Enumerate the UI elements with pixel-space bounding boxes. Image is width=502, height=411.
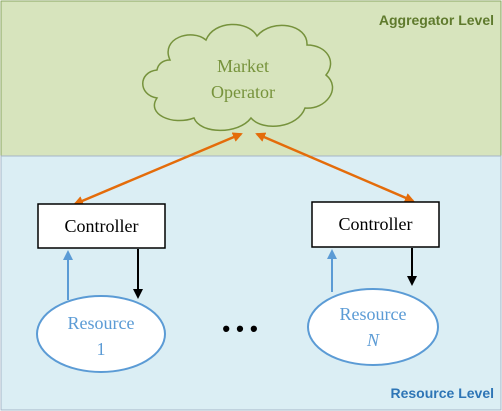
ellipsis-dots: • • •: [222, 316, 257, 341]
resource-level-label: Resource Level: [391, 385, 495, 401]
aggregator-level-panel: [0, 0, 502, 157]
cloud-icon: [142, 23, 334, 132]
controller-label-n: Controller: [339, 214, 413, 234]
cloud-label-line1: Market: [217, 56, 269, 76]
resource-node-n: [307, 288, 439, 366]
resource-label-1-line1: Resource: [68, 313, 135, 333]
link-arrow-market-to-controller-n: [255, 132, 415, 203]
resource-label-n-line1: Resource: [340, 304, 407, 324]
link-arrow-market-to-controller-1: [73, 132, 243, 206]
cloud-label-line2: Operator: [211, 82, 275, 102]
aggregator-level-label: Aggregator Level: [379, 12, 494, 28]
resource-node-1: [36, 295, 166, 373]
controller-label-1: Controller: [65, 216, 139, 236]
resource-label-n-line2: N: [366, 330, 380, 350]
controller-box-1: [37, 203, 166, 249]
resource-label-1-line2: 1: [97, 339, 106, 359]
resource-level-panel: [0, 155, 502, 411]
controller-box-n: [311, 201, 440, 248]
